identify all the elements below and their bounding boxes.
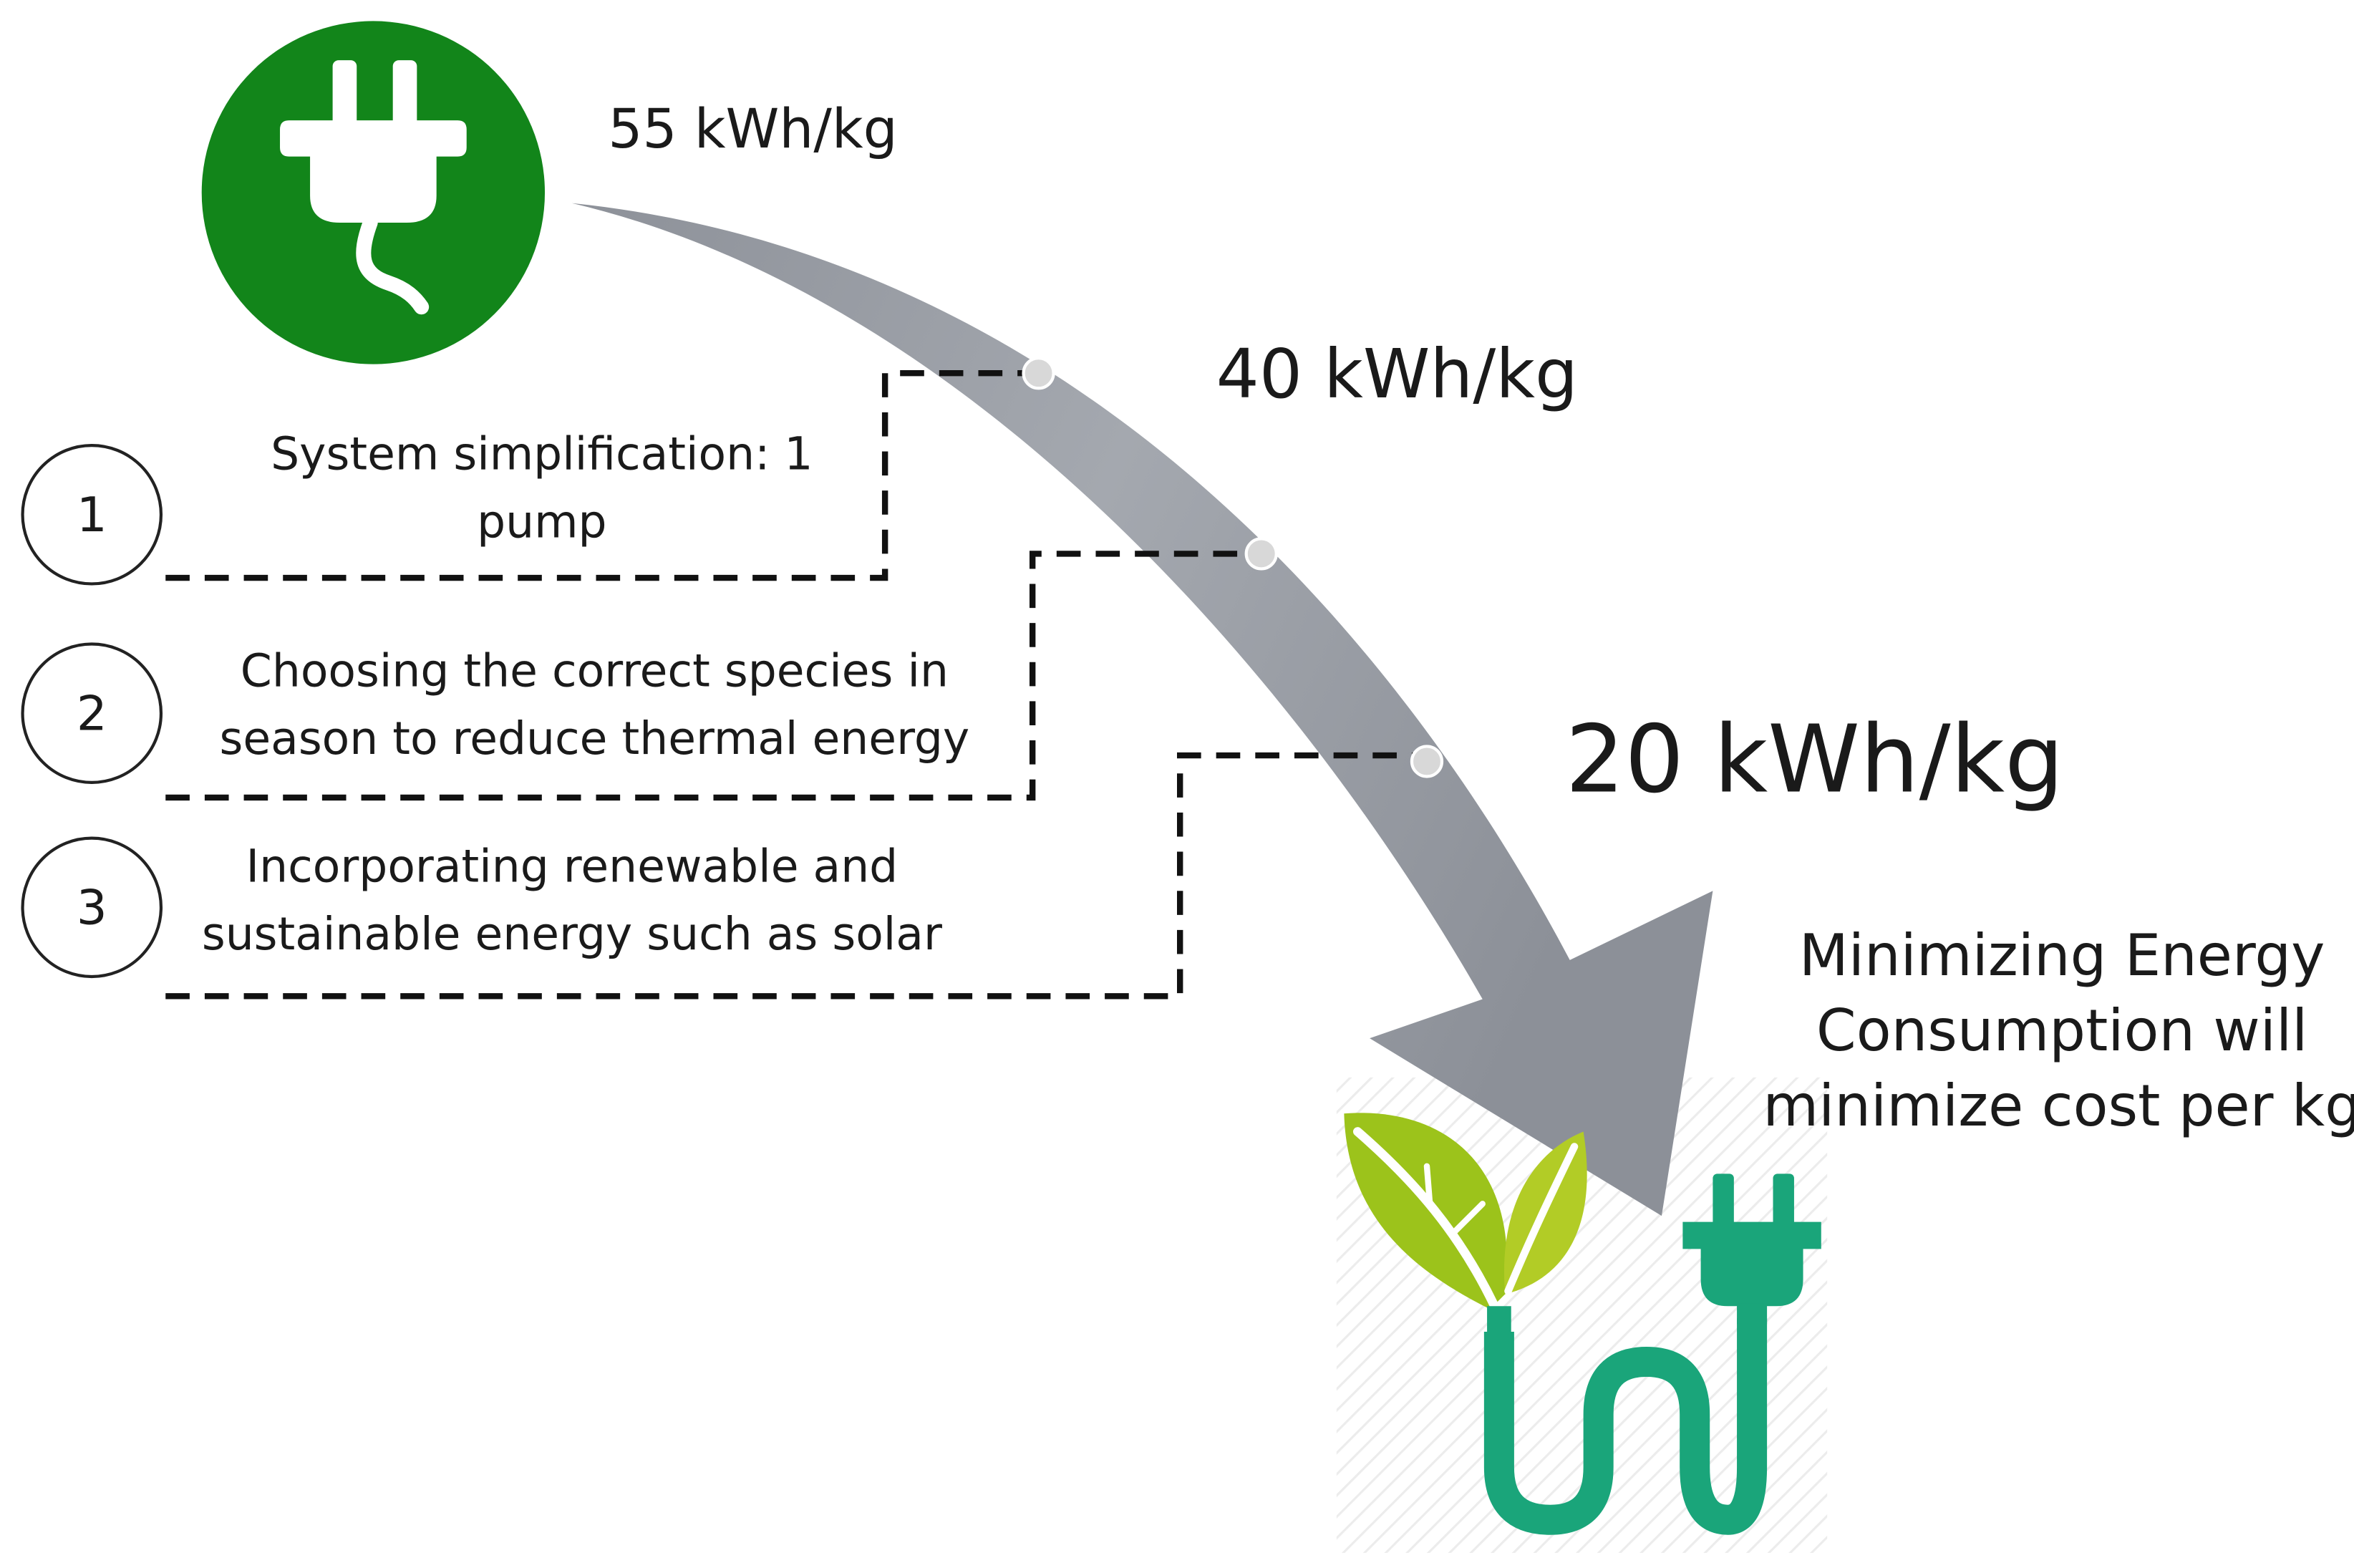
step-3-line-2: sustainable energy such as solar <box>201 909 942 962</box>
conclusion-line-2: Consumption will <box>1816 997 2308 1064</box>
energy-level-label-40: 40 kWh/kg <box>1216 334 1579 414</box>
step-1-connector <box>165 357 1055 581</box>
conclusion-text: Minimizing Energy Consumption will minim… <box>1761 918 2354 1143</box>
step-3-line-1: Incorporating renewable and <box>246 841 899 894</box>
green-energy-plug-leaves-icon <box>1344 1113 1821 1535</box>
plug-icon <box>201 21 546 364</box>
step-2-number: 2 <box>76 684 107 742</box>
step-1-description: System simplification: 1 pump <box>256 421 828 556</box>
conclusion-line-1: Minimizing Energy <box>1798 922 2325 989</box>
step-3-badge <box>21 836 163 979</box>
energy-level-label-20: 20 kWh/kg <box>1565 704 2064 815</box>
step-2-badge <box>21 642 163 784</box>
step-3-connector <box>165 745 1444 1000</box>
step-2-line-2: season to reduce thermal energy <box>219 713 970 766</box>
step-1-line-2: pump <box>477 496 607 550</box>
step-1-badge <box>21 444 163 586</box>
step-1-line-1: System simplification: 1 <box>271 428 813 482</box>
step-2-connector <box>165 537 1278 801</box>
step-3-description: Incorporating renewable and sustainable … <box>180 833 963 969</box>
step-1-number: 1 <box>76 485 107 543</box>
step-2-line-1: Choosing the correct species in <box>240 645 949 699</box>
step-2-description: Choosing the correct species in season t… <box>195 638 993 773</box>
energy-level-label-55: 55 kWh/kg <box>608 99 898 161</box>
step-3-number: 3 <box>76 879 107 937</box>
curved-arrow-icon <box>571 203 1713 1216</box>
conclusion-line-3: minimize cost per kg <box>1763 1073 2354 1139</box>
